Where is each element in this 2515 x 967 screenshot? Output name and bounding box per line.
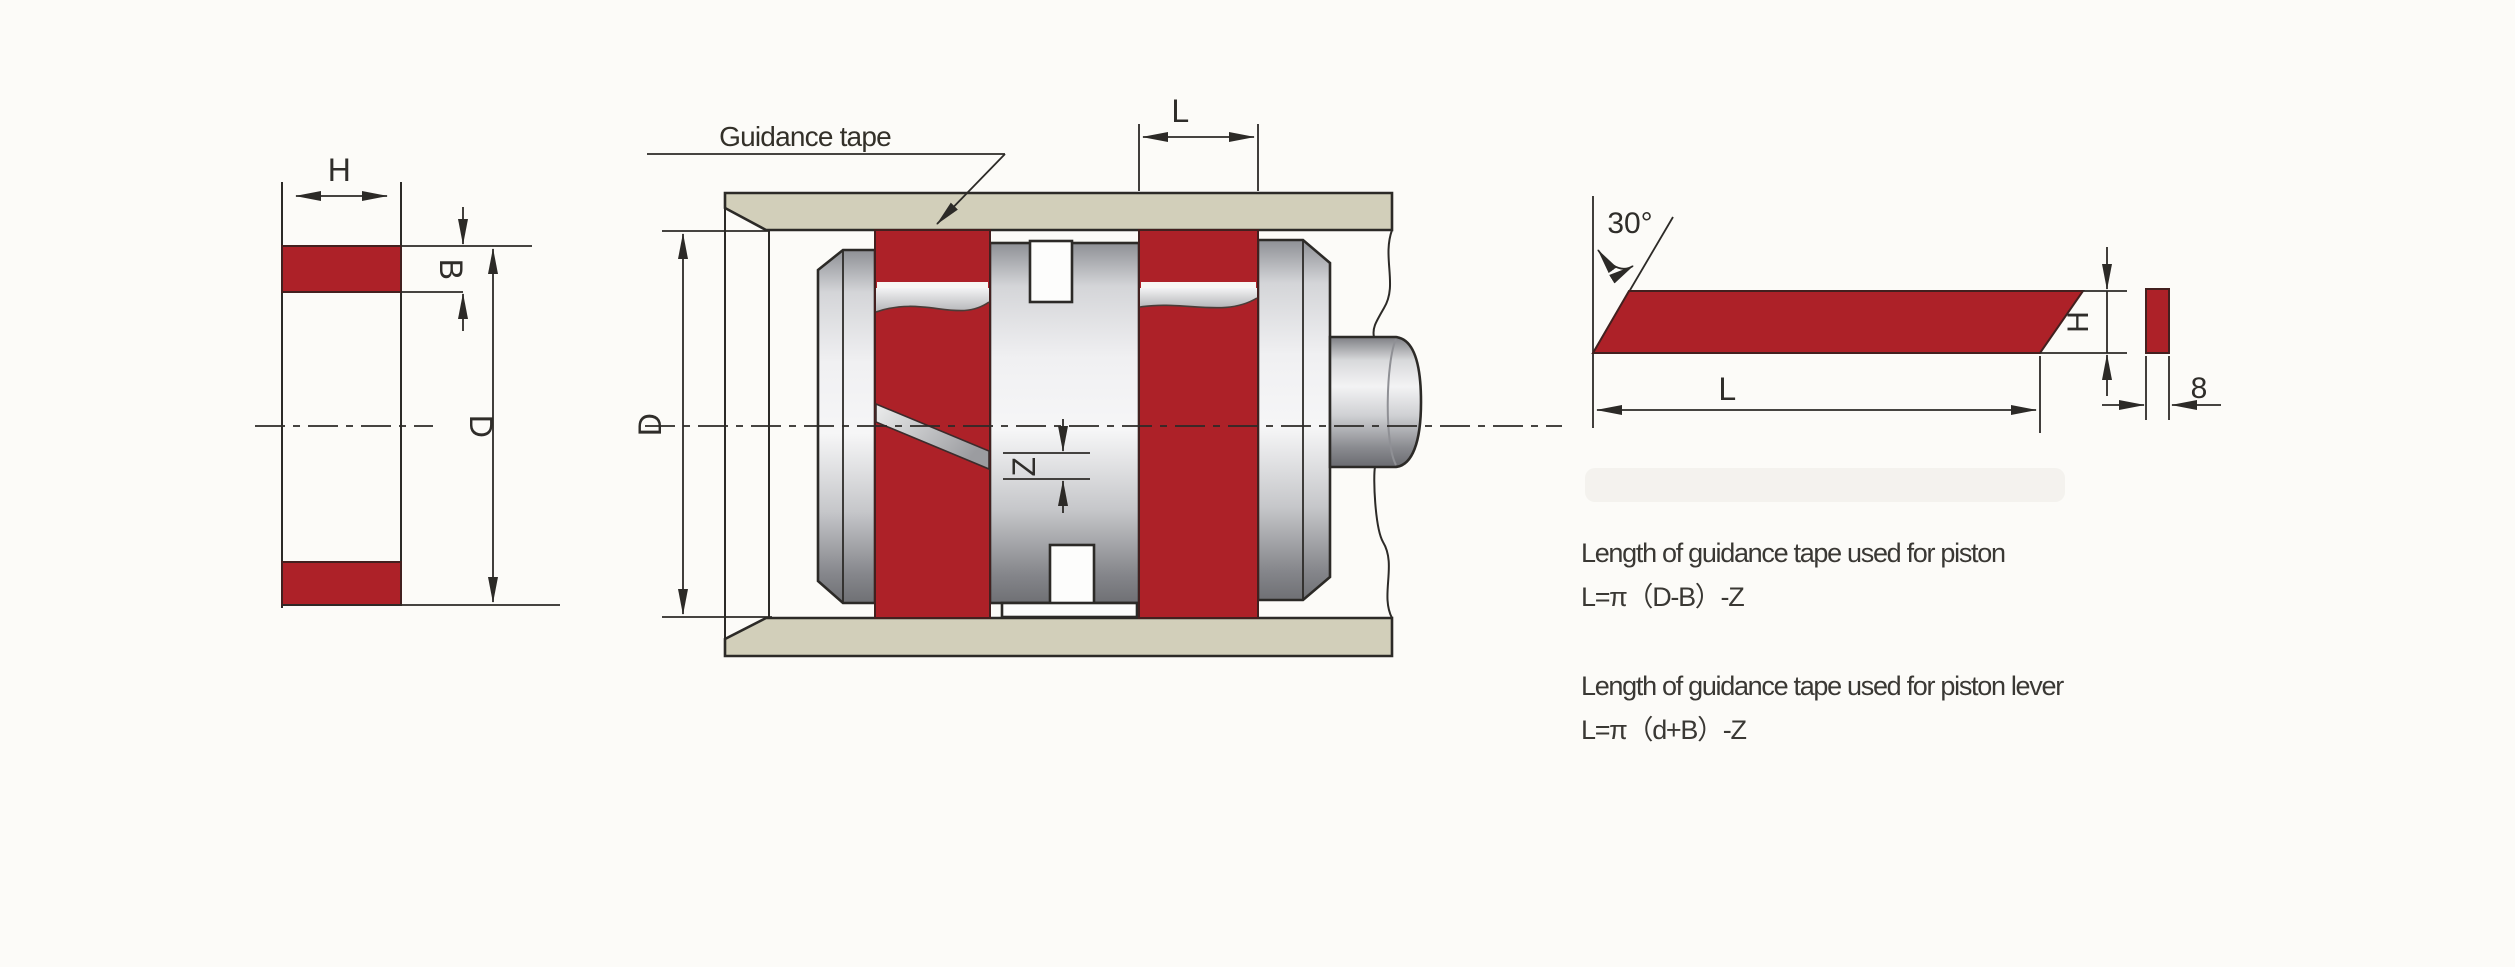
bevel-angle-label: 30° <box>1607 207 1652 240</box>
ring-diameter-label: D <box>463 415 499 438</box>
note-piston-title: Length of guidance tape used for piston <box>1581 538 2005 568</box>
tape-wave-edge <box>875 301 990 313</box>
tape-width-label: L <box>1171 93 1188 129</box>
tape-strip-side <box>2145 288 2170 354</box>
note-lever-title: Length of guidance tape used for piston … <box>1581 671 2064 701</box>
ring-tape-section-bottom <box>281 561 402 606</box>
strip-length-label: L <box>1718 371 1735 407</box>
tape-wave-edge <box>1139 297 1258 309</box>
guidance-tape-band-2 <box>1138 229 1259 619</box>
ring-width-label: H <box>328 152 351 188</box>
ghost-artifact <box>1585 468 2065 502</box>
note-lever-formula: L=π（d+B）-Z <box>1581 715 1746 745</box>
cylinder-wall-top <box>723 191 1394 232</box>
dimension-strip-thickness: 8 <box>2102 356 2221 420</box>
dimension-strip-length-L: L <box>1596 356 2041 433</box>
guidance-tape-callout: Guidance tape <box>647 121 1006 225</box>
piston-bottom-slot <box>1048 543 1096 607</box>
dimension-bore-diameter-D: D <box>632 230 772 618</box>
dimension-joint-gap-Z: Z <box>1003 419 1090 513</box>
dimension-ring-diameter-D: D <box>463 248 499 603</box>
dimension-bevel-angle: 30° <box>1597 207 1653 284</box>
strip-thickness-label: 8 <box>2191 372 2208 405</box>
piston-right-section <box>1256 238 1332 602</box>
ring-tape-section-top <box>281 245 402 293</box>
cylinder-wall-bottom <box>723 616 1394 658</box>
tape-scarf-cut <box>875 402 990 471</box>
tape-strip-front <box>1591 290 2085 354</box>
break-line-bottom <box>1373 466 1393 619</box>
formula-notes: Length of guidance tape used for piston … <box>1581 468 2065 745</box>
bore-diameter-label: D <box>632 414 668 437</box>
piston-assembly-view: Z D Guidance tape L <box>632 93 1562 658</box>
dimension-ring-thickness-B: B <box>433 207 469 331</box>
guidance-tape-band-1 <box>874 229 991 619</box>
tape-strip-view: 30° H L 8 <box>1591 196 2221 433</box>
dimension-tape-width-L: L <box>1138 93 1259 191</box>
joint-gap-label: Z <box>1006 457 1042 476</box>
tape-groove-gap <box>1141 282 1256 288</box>
piston-rod <box>1328 335 1423 469</box>
break-line-top <box>1372 229 1393 338</box>
rod-end-curve <box>1386 338 1397 466</box>
tape-groove-gap <box>877 282 988 288</box>
piston-top-slot <box>1028 239 1074 304</box>
strip-height-label: H <box>2062 311 2095 333</box>
note-piston-formula: L=π（D-B）-Z <box>1581 582 1744 612</box>
guidance-tape-callout-label: Guidance tape <box>719 121 891 152</box>
piston-bottom-clearance <box>1000 601 1139 619</box>
dimension-strip-height-H: H <box>2062 247 2112 396</box>
tape-groove-depth <box>1140 288 1257 308</box>
ring-cross-section-view: H B D <box>255 152 560 608</box>
dimension-ring-width-H: H <box>295 152 388 201</box>
ring-thickness-label: B <box>433 259 469 280</box>
